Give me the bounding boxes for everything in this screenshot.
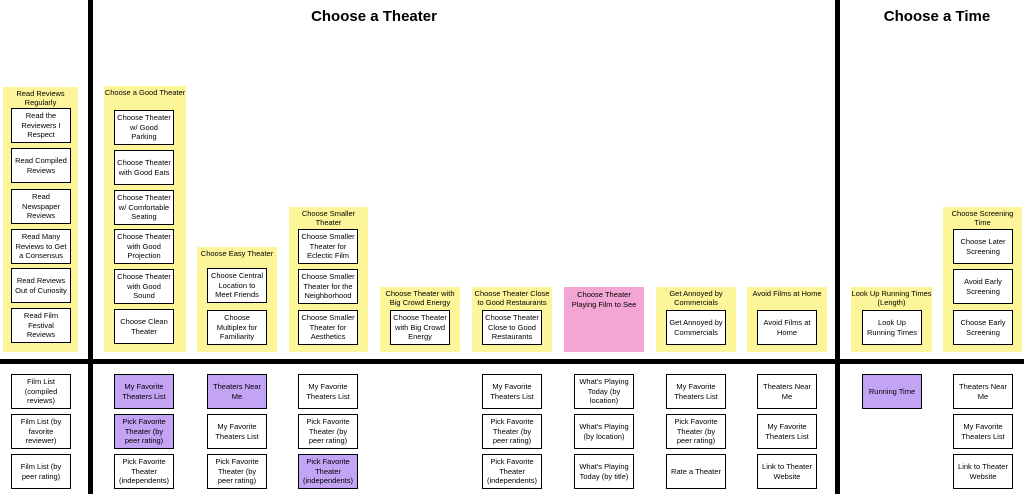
group-title: Look Up Running Times (Length) xyxy=(851,289,932,307)
feature-card: Pick Favorite Theater (independents) xyxy=(482,454,542,489)
task-card: Avoid Films at Home xyxy=(757,310,817,345)
task-card: Avoid Early Screening xyxy=(953,269,1013,304)
task-card: Read Many Reviews to Get a Consensus xyxy=(11,229,71,264)
task-card: Choose Theater w/ Good Parking xyxy=(114,110,174,145)
feature-card: What's Playing Today (by location) xyxy=(574,374,634,409)
feature-card: Running Time xyxy=(862,374,922,409)
task-card: Get Annoyed by Commercials xyxy=(666,310,726,345)
task-card: Choose Theater with Big Crowd Energy xyxy=(390,310,450,345)
task-card: Choose Smaller Theater for the Neighborh… xyxy=(298,269,358,304)
task-card: Read Newspaper Reviews xyxy=(11,189,71,224)
task-card: Choose Early Screening xyxy=(953,310,1013,345)
feature-card: Pick Favorite Theater (by peer rating) xyxy=(666,414,726,449)
feature-card: Theaters Near Me xyxy=(757,374,817,409)
task-card: Read Reviews Out of Curiosity xyxy=(11,268,71,303)
feature-card: My Favorite Theaters List xyxy=(953,414,1013,449)
group-playing-film: Choose Theater Playing Film to See xyxy=(564,287,644,352)
feature-card: My Favorite Theaters List xyxy=(298,374,358,409)
feature-card: Theaters Near Me xyxy=(953,374,1013,409)
feature-card: What's Playing Today (by title) xyxy=(574,454,634,489)
feature-card: Rate a Theater xyxy=(666,454,726,489)
group-title: Choose Smaller Theater xyxy=(301,209,356,227)
feature-card: Film List (compiled reviews) xyxy=(11,374,71,409)
task-card: Choose Later Screening xyxy=(953,229,1013,264)
feature-card: Pick Favorite Theater (by peer rating) xyxy=(207,454,267,489)
feature-card: Pick Favorite Theater (independents) xyxy=(298,454,358,489)
group-title: Read Reviews Regularly xyxy=(16,89,65,107)
task-card: Choose Theater Close to Good Restaurants xyxy=(482,310,542,345)
feature-card: My Favorite Theaters List xyxy=(482,374,542,409)
group-title: Choose Screening Time xyxy=(951,209,1014,227)
divider-left xyxy=(88,0,93,494)
feature-card: My Favorite Theaters List xyxy=(757,414,817,449)
group-title: Choose Theater with Big Crowd Energy xyxy=(385,289,455,307)
task-card: Choose Theater with Good Eats xyxy=(114,150,174,185)
feature-card: Link to Theater Website xyxy=(953,454,1013,489)
feature-card: My Favorite Theaters List xyxy=(207,414,267,449)
task-card: Choose Central Location to Meet Friends xyxy=(207,268,267,303)
heading-choose-theater: Choose a Theater xyxy=(311,8,437,25)
group-title: Choose a Good Theater xyxy=(104,88,186,97)
feature-card: Theaters Near Me xyxy=(207,374,267,409)
task-card: Choose Smaller Theater for Eclectic Film xyxy=(298,229,358,264)
group-title: Choose Theater Playing Film to See xyxy=(571,290,637,309)
feature-card: My Favorite Theaters List xyxy=(114,374,174,409)
task-card: Look Up Running Times xyxy=(862,310,922,345)
feature-card: My Favorite Theaters List xyxy=(666,374,726,409)
feature-card: Film List (by favorite reviewer) xyxy=(11,414,71,449)
feature-card: Pick Favorite Theater (by peer rating) xyxy=(114,414,174,449)
feature-card: Pick Favorite Theater (by peer rating) xyxy=(298,414,358,449)
divider-right xyxy=(835,0,840,494)
group-title: Avoid Films at Home xyxy=(752,289,822,298)
task-card: Choose Theater w/ Comfortable Seating xyxy=(114,190,174,225)
divider-horizontal xyxy=(0,359,1024,364)
task-card: Read Compiled Reviews xyxy=(11,148,71,183)
task-card: Read Film Festival Reviews xyxy=(11,308,71,343)
task-card: Choose Theater with Good Projection xyxy=(114,229,174,264)
task-card: Read the Reviewers I Respect xyxy=(11,108,71,143)
group-title: Choose Easy Theater xyxy=(200,249,274,258)
task-card: Choose Clean Theater xyxy=(114,309,174,344)
group-title: Get Annoyed by Commercials xyxy=(669,289,723,307)
task-card: Choose Smaller Theater for Aesthetics xyxy=(298,310,358,345)
feature-card: Link to Theater Website xyxy=(757,454,817,489)
feature-card: Pick Favorite Theater (independents) xyxy=(114,454,174,489)
feature-card: Pick Favorite Theater (by peer rating) xyxy=(482,414,542,449)
group-title: Choose Theater Close to Good Restaurants xyxy=(474,289,550,307)
feature-card: What's Playing (by location) xyxy=(574,414,634,449)
heading-choose-time: Choose a Time xyxy=(883,8,991,25)
feature-card: Film List (by peer rating) xyxy=(11,454,71,489)
task-card: Choose Multiplex for Familiarity xyxy=(207,310,267,345)
task-card: Choose Theater with Good Sound xyxy=(114,269,174,304)
